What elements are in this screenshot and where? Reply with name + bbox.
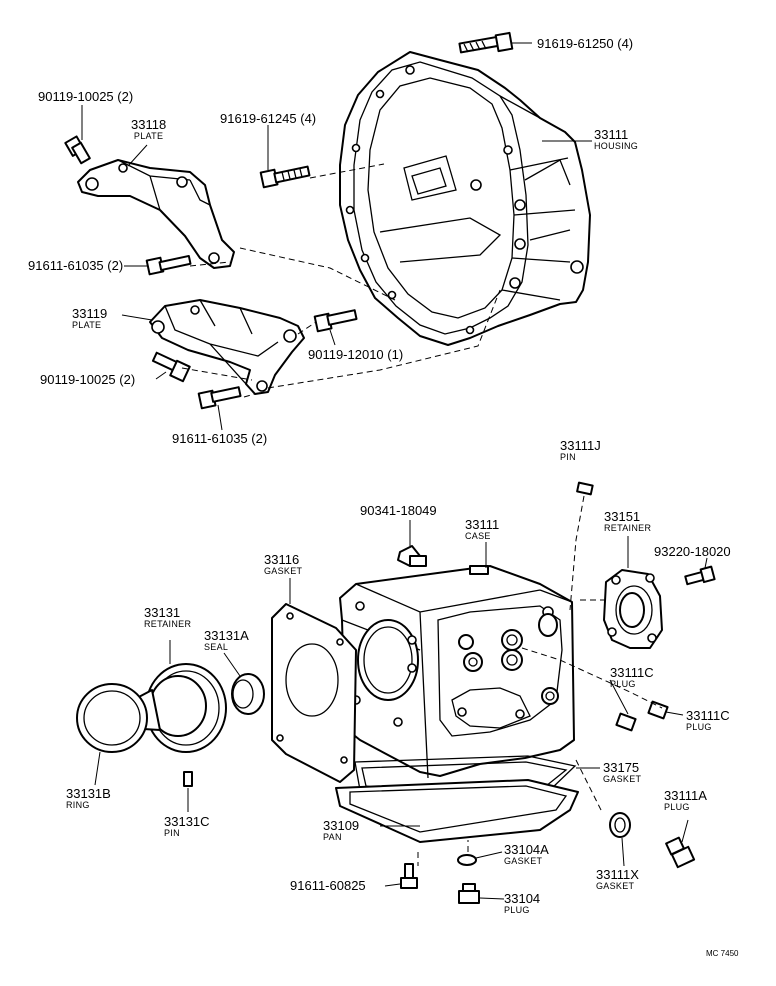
- label-91611-61035-lower: 91611-61035 (2): [172, 431, 268, 446]
- plug-90341-18049: [397, 545, 427, 567]
- plate-33118: [77, 159, 235, 269]
- seal-33131A: [231, 673, 265, 715]
- pan-33109: [335, 779, 579, 843]
- pin-33131C: [183, 771, 193, 787]
- label-90119-12010: 90119-12010 (1): [308, 347, 404, 362]
- bolt-93220-18020: [684, 565, 716, 586]
- label-90119-10025-lower: 90119-10025 (2): [40, 372, 136, 387]
- label-90341-18049: 90341-18049: [360, 503, 437, 518]
- label-90119-10025-upper: 90119-10025 (2): [38, 89, 134, 104]
- bolt-90119-10025-upper: [64, 135, 91, 165]
- plug-33111C-a: [615, 712, 637, 732]
- gasket-33111X: [609, 812, 631, 838]
- leader-lines: [81, 42, 708, 900]
- plug-33111A: [665, 836, 696, 869]
- label-91611-60825: 91611-60825: [290, 878, 366, 893]
- retainer-33151: [603, 569, 663, 649]
- pin-33111J: [576, 481, 594, 496]
- gasket-33104A: [457, 854, 477, 866]
- bolt-90119-12010: [313, 309, 358, 333]
- ring-33131B: [76, 683, 148, 753]
- assembly-lines: [181, 163, 663, 866]
- bolt-91619-61245: [259, 165, 311, 189]
- label-93220-18020: 93220-18020: [654, 544, 731, 559]
- bolt-91611-60825: [400, 863, 418, 889]
- bolt-91619-61250: [458, 31, 514, 54]
- plate-33119: [149, 299, 305, 395]
- gasket-33116: [271, 603, 357, 783]
- bolt-91611-61035-upper: [145, 254, 192, 276]
- plug-33111C-b: [647, 700, 669, 720]
- label-91619-61250: 91619-61250 (4): [537, 36, 634, 51]
- label-91611-61035-upper: 91611-61035 (2): [28, 258, 124, 273]
- plug-33104: [458, 883, 480, 904]
- figure-code: MC 7450: [706, 949, 739, 958]
- bolt-90119-10025-lower: [151, 351, 191, 383]
- label-91619-61245: 91619-61245 (4): [220, 111, 317, 126]
- bolt-91611-61035-lower: [197, 386, 242, 410]
- clutch-housing: [339, 51, 591, 346]
- transmission-case: [339, 565, 575, 779]
